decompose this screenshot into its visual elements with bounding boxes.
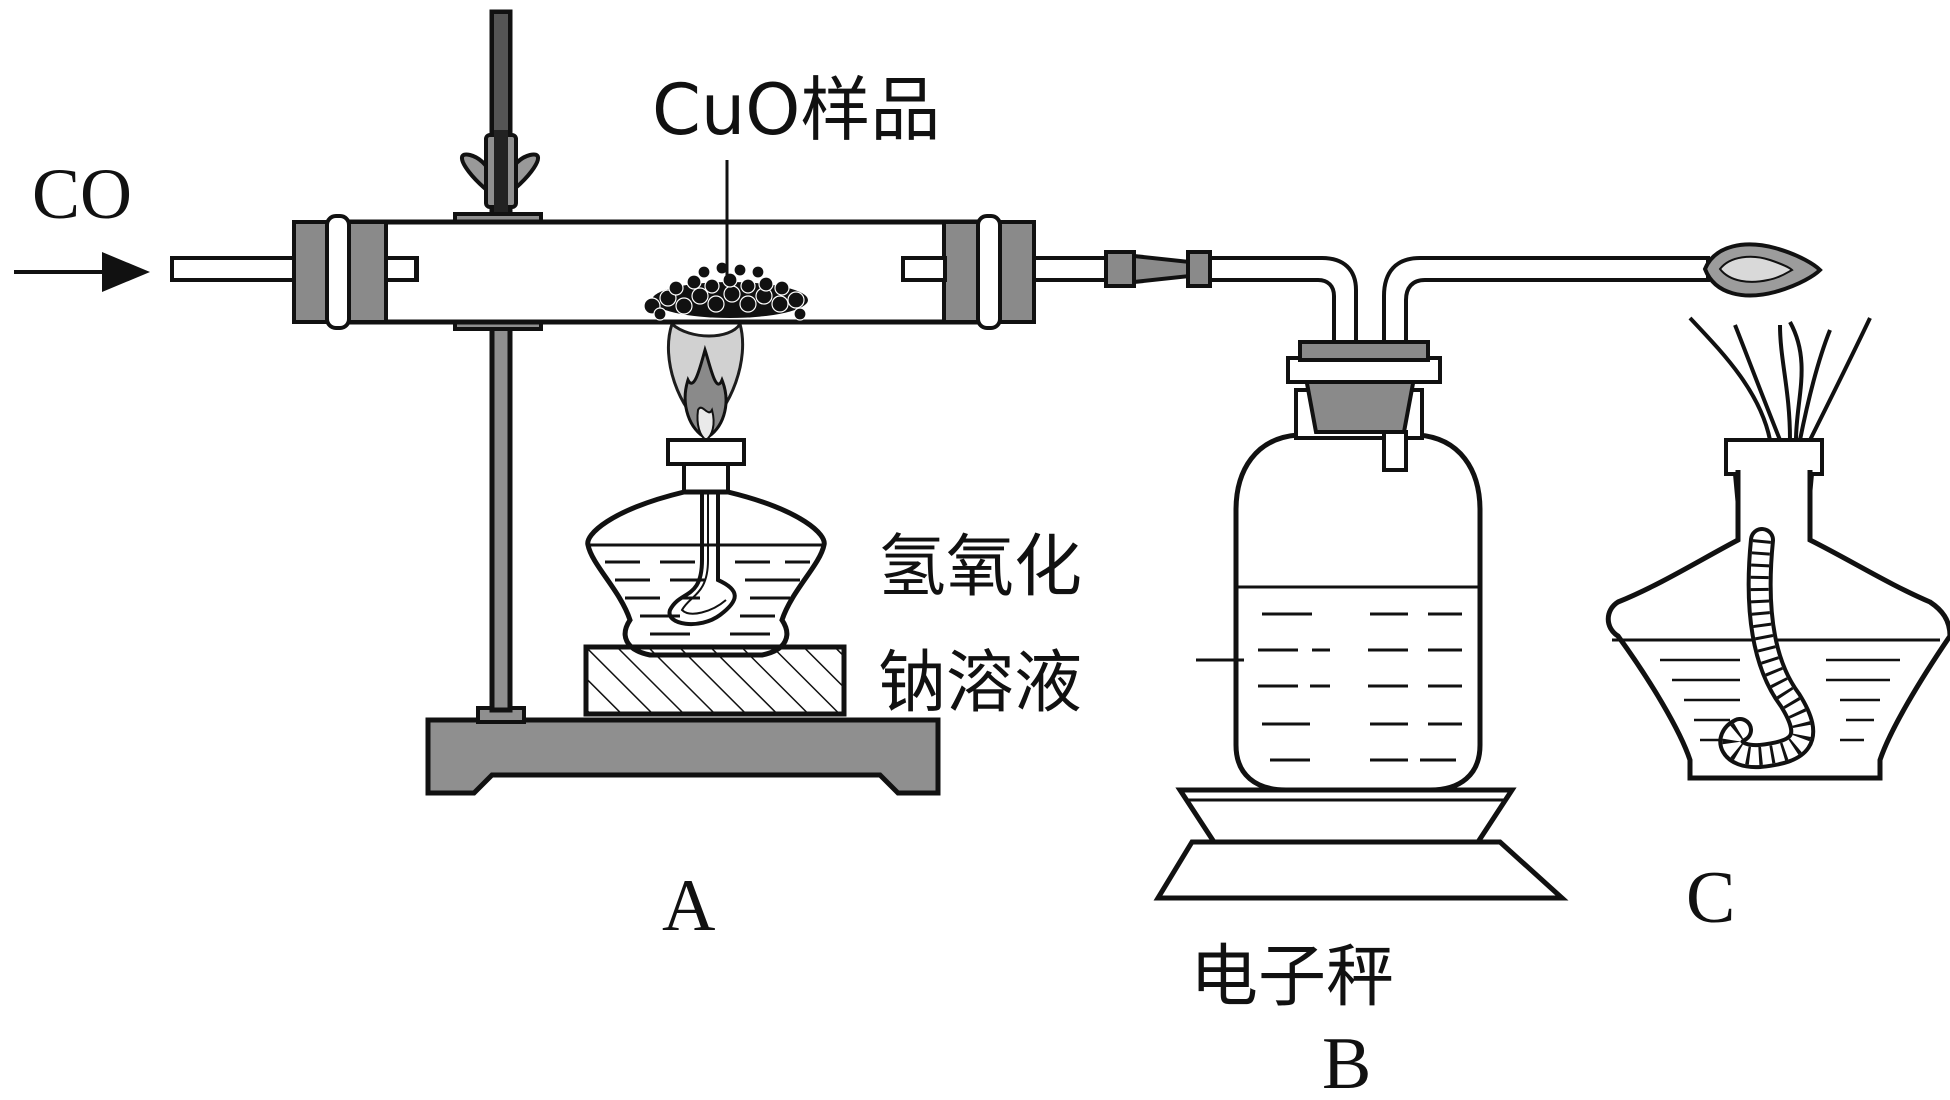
pipe-to-burner [1382, 256, 1710, 410]
solution-label-line1: 氢氧化 [878, 528, 1082, 607]
stand-base [425, 717, 941, 796]
rubber-connector [1104, 250, 1212, 288]
alcohol-lamp-c [1605, 316, 1950, 781]
alcohol-lamp-a [585, 438, 827, 658]
sample-label: CuO样品 [652, 69, 940, 151]
gas-washing-bottle [1233, 340, 1483, 793]
apparatus-c-label: C [1686, 857, 1735, 939]
apparatus-a-label: A [662, 865, 715, 947]
cuo-sample-pile [643, 261, 808, 321]
burner-flame-c [1702, 242, 1823, 298]
clamp-screw [460, 130, 540, 212]
reaction-tube [170, 214, 1118, 330]
burner-flame-a [667, 320, 745, 442]
solution-label-line2: 钠溶液 [878, 644, 1082, 723]
apparatus-b-label: B [1322, 1023, 1371, 1100]
balance-label: 电子秤 [1190, 938, 1394, 1017]
electronic-balance [1153, 787, 1569, 901]
co-label: CO [32, 154, 132, 234]
solution-lines [1258, 612, 1462, 762]
bottle-stopper [1303, 376, 1417, 434]
lamp-cap-a [666, 438, 746, 466]
support-block [583, 644, 847, 717]
lamp-body-c [1605, 470, 1950, 781]
